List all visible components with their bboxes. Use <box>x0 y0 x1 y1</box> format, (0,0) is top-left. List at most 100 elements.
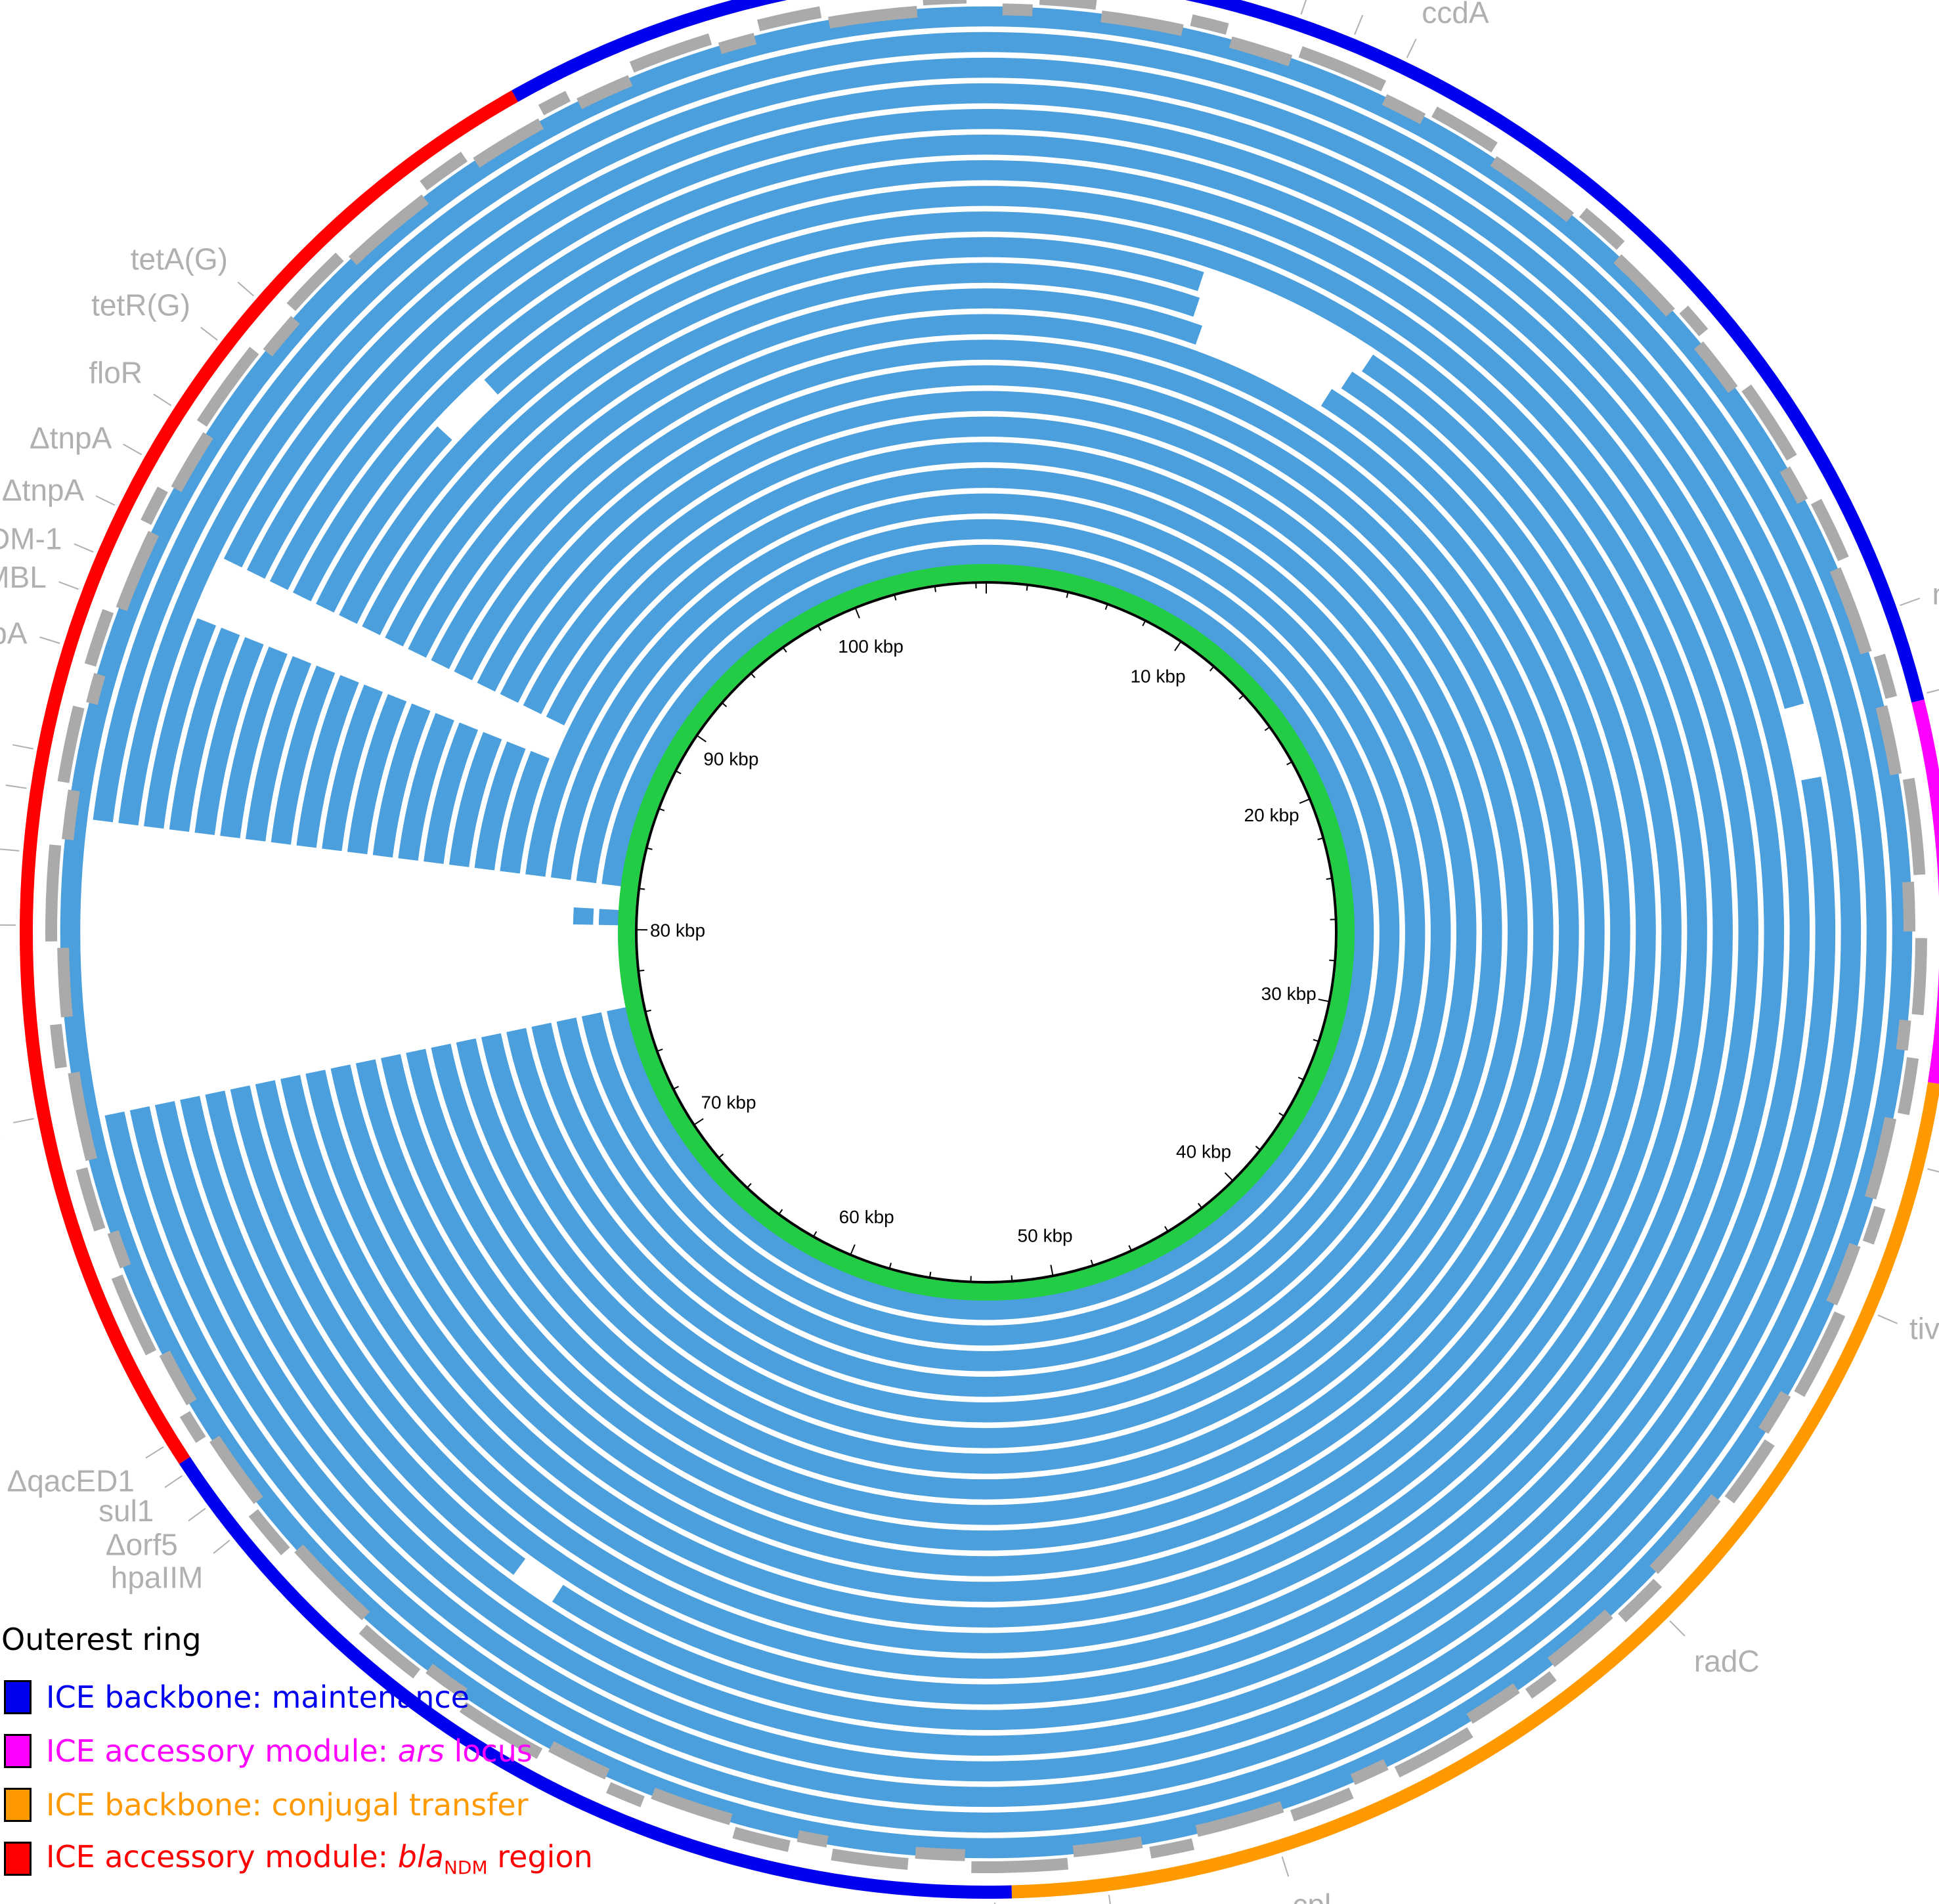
scale-tick <box>1066 592 1069 598</box>
gene-feature <box>1290 1787 1354 1822</box>
gene-feature <box>1862 1205 1886 1245</box>
gene-feature <box>1195 1801 1284 1837</box>
gene-label-leader <box>200 326 218 341</box>
scale-tick-label: 80 kbp <box>650 920 705 941</box>
scale-tick <box>693 1118 704 1126</box>
gene-label-leader <box>1281 1856 1290 1877</box>
scale-tick-label: 90 kbp <box>703 749 758 769</box>
gene-feature <box>248 1509 290 1555</box>
gene-feature <box>1229 36 1293 66</box>
legend-item-conjugal: ICE backbone: conjugal transfer <box>0 1778 593 1832</box>
scale-tick <box>1174 641 1182 651</box>
gene-feature <box>1298 46 1386 92</box>
gene-label: tetA(G) <box>131 242 228 276</box>
scale-tick <box>1286 761 1292 766</box>
gene-label-leader <box>213 1540 230 1554</box>
blast-hit-arc <box>270 134 987 590</box>
legend-item-blandm: ICE accessory module: blaNDM region <box>0 1832 593 1886</box>
gene-feature <box>57 947 73 1018</box>
gene-feature <box>49 1024 67 1069</box>
blast-hit-arc <box>93 32 987 823</box>
comparison-ring <box>60 6 1913 1859</box>
gene-feature <box>1902 777 1926 875</box>
gene-label-leader <box>237 281 254 297</box>
blast-hit-arc <box>424 722 479 864</box>
blast-hit-arc <box>506 442 1477 1423</box>
blast-hit-arc <box>118 57 987 826</box>
blast-hit-arc <box>347 694 407 855</box>
scale-tick-label: 100 kbp <box>838 636 904 657</box>
module-annotation-ring <box>20 0 1939 1899</box>
scale-tick-label: 20 kbp <box>1244 805 1299 825</box>
gene-feature <box>1902 881 1915 932</box>
blast-hit-arc <box>246 108 987 579</box>
scale-tick <box>1329 959 1336 962</box>
legend-swatch-maintenance <box>4 1680 32 1714</box>
gene-feature <box>606 1782 645 1807</box>
gene-feature <box>1002 3 1033 16</box>
blast-hit-arc <box>500 750 550 874</box>
gene-feature <box>179 1411 206 1443</box>
scale-tick <box>659 808 665 811</box>
gene-feature <box>915 1846 965 1861</box>
scale-tick <box>817 625 821 631</box>
gene-feature <box>159 1350 197 1406</box>
scale-tick <box>1264 726 1271 731</box>
module-arc-maintenance <box>179 1456 1013 1899</box>
scale-tick <box>657 1049 663 1052</box>
gene-label: trxA <box>1368 0 1422 6</box>
blast-hit-arc <box>576 519 987 884</box>
blast-hit-arc <box>322 684 383 852</box>
gene-feature <box>1875 705 1902 775</box>
comparison-ring <box>93 32 1887 1833</box>
gene-feature <box>286 252 344 311</box>
blast-hit-arc <box>531 467 1451 1397</box>
scale-tick <box>1326 877 1332 880</box>
scale-tick <box>675 770 682 775</box>
scale-tick <box>934 586 936 592</box>
gene-feature <box>756 6 822 32</box>
gene-label-leader <box>39 636 60 644</box>
gene-feature <box>1896 1019 1911 1051</box>
legend-label: ICE backbone: maintenance <box>46 1679 469 1715</box>
comparison-ring <box>398 339 1579 1525</box>
gene-feature <box>1039 0 1097 10</box>
gene-feature <box>732 1827 791 1852</box>
scale-tick <box>850 1244 856 1255</box>
legend-swatch-ars <box>4 1734 32 1768</box>
blast-hit-arc <box>986 288 1203 345</box>
gene-feature <box>62 789 80 840</box>
scale-tick <box>854 607 860 618</box>
gene-feature-ring <box>45 0 1927 1873</box>
blast-hit-arc <box>305 355 1682 1628</box>
scale-tick <box>750 672 756 678</box>
gene-label-leader <box>1927 689 1939 694</box>
gene-label: tnpA <box>0 616 28 650</box>
scale-tick <box>1011 1275 1013 1282</box>
blast-hit-arc <box>246 656 312 842</box>
gene-feature <box>718 33 757 54</box>
module-arc-conjugal <box>1011 1082 1939 1899</box>
blast-hit-arc <box>220 646 288 838</box>
reference-ring <box>618 564 1355 1301</box>
gene-feature <box>68 1071 97 1161</box>
blast-hit-arc <box>484 186 987 395</box>
gene-feature <box>1490 156 1575 223</box>
gene-label: radC <box>1694 1644 1760 1678</box>
blast-hit-arc <box>477 365 987 692</box>
gene-label-leader <box>153 393 172 406</box>
gene-label: ΔtnpA <box>30 421 112 455</box>
comparison-ring <box>169 108 1810 1756</box>
gene-feature <box>1649 1494 1721 1574</box>
gene-label: tnpA <box>0 1108 1 1142</box>
gene-feature <box>1100 11 1184 36</box>
gene-feature <box>84 609 114 667</box>
gene-label-leader <box>1406 38 1417 58</box>
scale-tick <box>1128 1245 1133 1251</box>
gene-label: blaNDM-1 <box>0 522 62 556</box>
gene-feature <box>111 1274 157 1356</box>
scale-tick <box>721 702 728 708</box>
scale-tick-label: 30 kbp <box>1261 984 1317 1004</box>
